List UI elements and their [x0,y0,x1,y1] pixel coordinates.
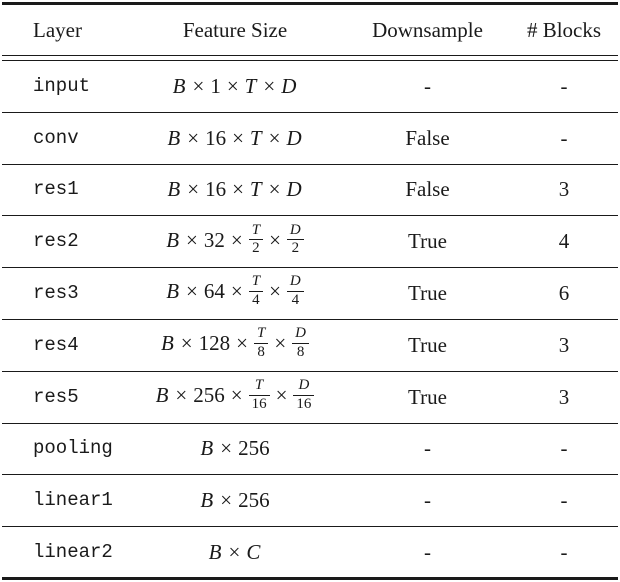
column-header-layer: Layer [33,17,82,42]
downsample-cell: True [408,384,447,409]
table-row: input B×1×T×D - - [2,61,618,113]
table-row: res1 B×16×T×D False 3 [2,165,618,217]
feature-size-cell: B×1×T×D [172,73,297,98]
blocks-cell: - [560,488,568,513]
blocks-cell: - [560,539,568,564]
layer-cell: res5 [33,385,79,408]
layer-cell: input [33,74,91,97]
feature-size-cell: B×256 [200,488,270,513]
blocks-cell: 3 [558,177,570,202]
layer-cell: res1 [33,178,79,201]
blocks-cell: 3 [558,384,570,409]
blocks-cell: 3 [558,332,570,357]
downsample-cell: False [405,125,450,150]
blocks-cell: - [560,436,568,461]
downsample-cell: True [408,332,447,357]
column-header-blocks: # Blocks [526,17,602,42]
downsample-cell: - [424,436,431,461]
table-row: conv B×16×T×D False - [2,113,618,165]
feature-size-cell: B×16×T×D [167,125,302,150]
layer-cell: conv [33,126,79,149]
downsample-cell: - [424,539,431,564]
layer-cell: res3 [33,282,79,305]
table-header-row: Layer Feature Size Downsample # Blocks [2,5,618,56]
table-row: pooling B×256 - - [2,424,618,476]
downsample-cell: False [405,177,450,202]
column-header-downsample: Downsample [372,17,483,42]
double-rule [2,56,618,61]
layer-cell: res2 [33,230,79,253]
blocks-cell: - [560,73,568,98]
downsample-cell: - [424,488,431,513]
blocks-cell: 6 [558,281,570,306]
layer-cell: pooling [33,437,113,460]
blocks-cell: 4 [558,229,570,254]
feature-size-cell: B×C [208,539,261,564]
feature-size-cell: B×16×T×D [167,177,302,202]
table-row: linear2 B×C - - [2,527,618,581]
layer-cell: linear1 [33,489,113,512]
downsample-cell: - [424,73,431,98]
feature-size-cell: B×256 [200,436,270,461]
table-row: linear1 B×256 - - [2,475,618,528]
column-header-feature-size: Feature Size [182,17,288,42]
downsample-cell: True [408,229,447,254]
blocks-cell: - [560,125,568,150]
layer-cell: res4 [33,333,79,356]
layer-cell: linear2 [33,540,113,563]
downsample-cell: True [408,281,447,306]
